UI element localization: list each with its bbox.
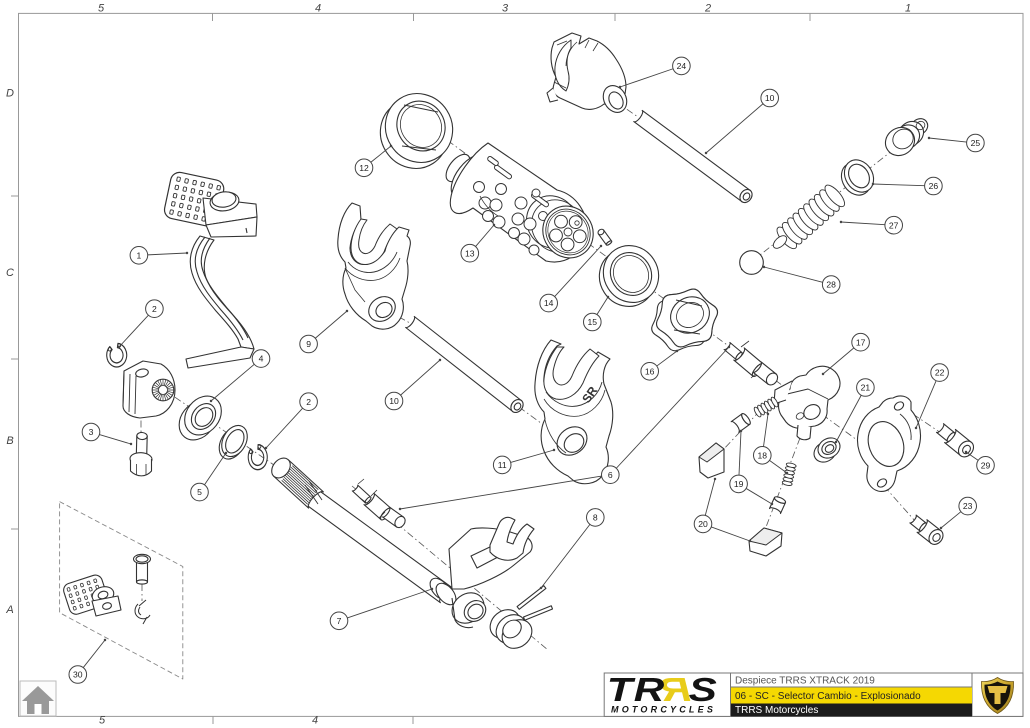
svg-text:16: 16 <box>645 366 655 376</box>
svg-text:12: 12 <box>359 163 369 173</box>
svg-text:Despiece TRRS XTRACK 2019: Despiece TRRS XTRACK 2019 <box>735 676 875 687</box>
svg-text:10: 10 <box>765 93 775 103</box>
svg-text:17: 17 <box>856 337 866 347</box>
svg-text:A: A <box>5 604 13 616</box>
svg-text:21: 21 <box>861 383 871 393</box>
svg-text:24: 24 <box>677 61 687 71</box>
svg-text:11: 11 <box>498 460 507 470</box>
svg-text:6: 6 <box>608 470 613 480</box>
svg-text:9: 9 <box>306 339 311 349</box>
svg-text:06 - SC - Selector Cambio - Ex: 06 - SC - Selector Cambio - Explosionado <box>735 691 921 702</box>
svg-text:18: 18 <box>758 450 768 460</box>
svg-text:R: R <box>660 672 691 709</box>
svg-text:1: 1 <box>905 3 911 15</box>
svg-text:29: 29 <box>981 460 991 470</box>
svg-text:28: 28 <box>826 280 836 290</box>
svg-text:3: 3 <box>89 427 94 437</box>
svg-text:7: 7 <box>337 616 342 626</box>
svg-text:2: 2 <box>704 3 711 15</box>
svg-text:MOTORCYCLES: MOTORCYCLES <box>611 705 716 715</box>
svg-text:3: 3 <box>502 3 509 15</box>
svg-text:2: 2 <box>306 397 311 407</box>
svg-text:27: 27 <box>889 220 899 230</box>
svg-text:C: C <box>6 267 14 279</box>
svg-text:TR: TR <box>607 672 666 709</box>
svg-text:TRRS Motorcycles: TRRS Motorcycles <box>735 705 818 716</box>
svg-text:13: 13 <box>465 248 475 258</box>
svg-text:30: 30 <box>73 670 83 680</box>
svg-text:5: 5 <box>197 487 202 497</box>
svg-text:14: 14 <box>544 298 554 308</box>
svg-text:4: 4 <box>312 715 318 727</box>
svg-text:20: 20 <box>698 519 708 529</box>
svg-text:19: 19 <box>734 479 744 489</box>
svg-text:10: 10 <box>389 396 399 406</box>
svg-text:B: B <box>6 435 13 447</box>
svg-text:5: 5 <box>99 715 106 727</box>
svg-text:22: 22 <box>935 368 945 378</box>
svg-text:26: 26 <box>929 181 939 191</box>
svg-text:8: 8 <box>593 513 598 523</box>
svg-text:5: 5 <box>98 3 105 15</box>
svg-text:D: D <box>6 88 14 100</box>
svg-text:4: 4 <box>315 3 321 15</box>
svg-text:1: 1 <box>137 250 142 260</box>
svg-text:15: 15 <box>588 317 598 327</box>
svg-text:4: 4 <box>259 354 264 364</box>
svg-text:25: 25 <box>971 138 981 148</box>
svg-text:23: 23 <box>963 501 973 511</box>
svg-text:S: S <box>689 672 717 709</box>
svg-text:2: 2 <box>152 304 157 314</box>
